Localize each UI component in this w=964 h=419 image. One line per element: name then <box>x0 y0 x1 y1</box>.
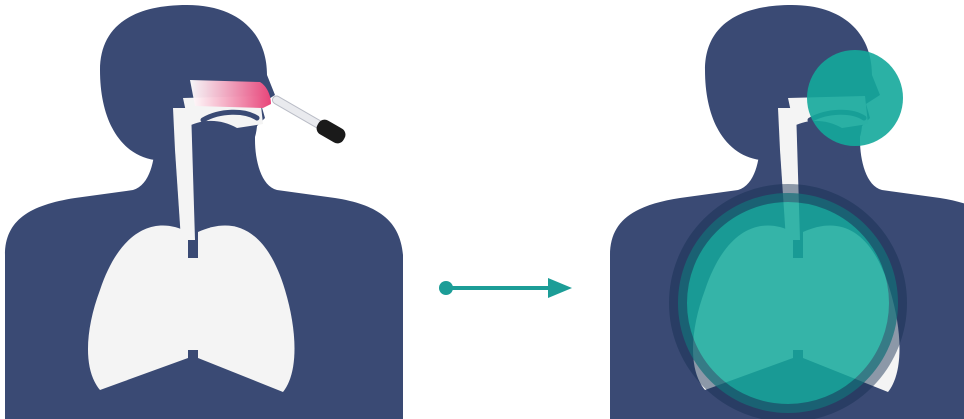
left-figure <box>5 5 403 419</box>
right-figure <box>610 5 964 419</box>
upper-airway-treatment-overlay <box>807 50 903 146</box>
nasal-cavity-highlight <box>190 80 271 108</box>
nasal-dropper-icon <box>269 91 348 146</box>
right-arrow-icon <box>439 278 572 298</box>
lung-treatment-overlay <box>678 193 898 413</box>
